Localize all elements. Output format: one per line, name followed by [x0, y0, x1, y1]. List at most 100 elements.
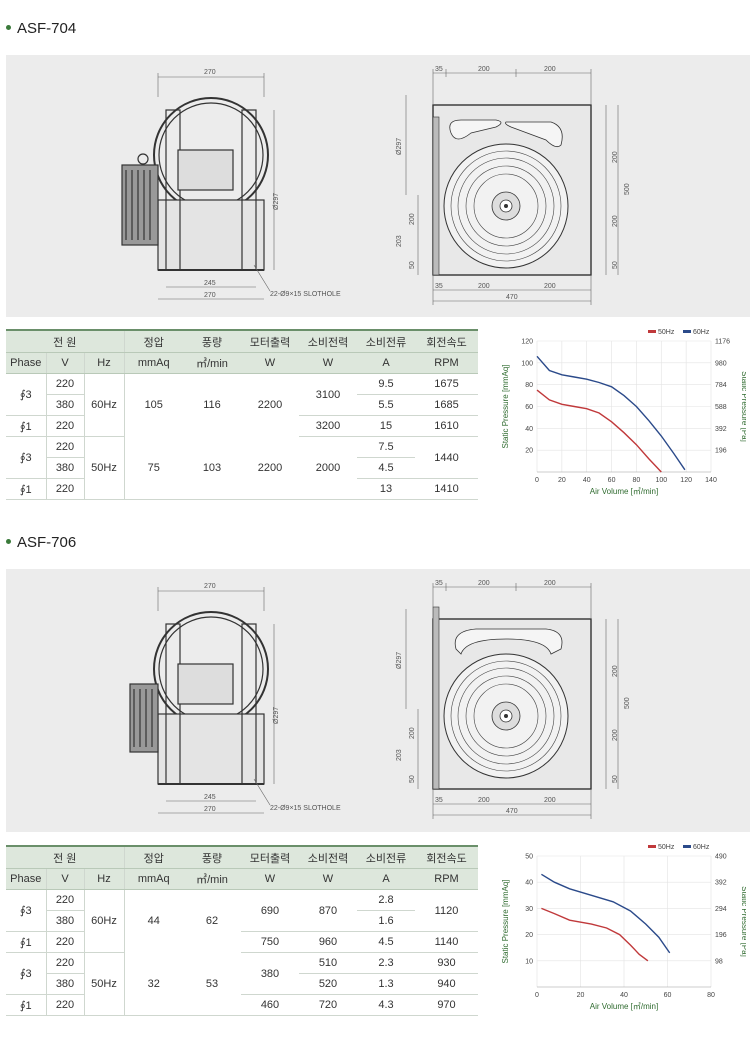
- dim-front-top2: 200: [478, 580, 490, 587]
- hdr-consumption: 소비전력: [299, 845, 357, 869]
- cell-volt: 220: [45, 373, 84, 395]
- cell-phase: ∮3: [6, 952, 46, 995]
- dim-slothole-note: 22-Ø9×15 SLOTHOLE: [270, 805, 341, 812]
- legend-label: 50Hz: [658, 329, 675, 336]
- cell-volt: 220: [45, 952, 84, 974]
- cell-flow: 53: [183, 952, 241, 1016]
- y2-tick-label: 490: [715, 854, 727, 861]
- table-row: 380 520 1.3 940: [6, 973, 478, 995]
- y-tick-label: 40: [525, 426, 533, 433]
- dim-front-top2: 200: [478, 66, 490, 73]
- dim-slothole-note: 22-Ø9×15 SLOTHOLE: [270, 291, 341, 298]
- cell-current: 15: [357, 415, 415, 437]
- table-row: 380 1.6: [6, 910, 478, 932]
- y2-tick-label: 196: [715, 932, 727, 939]
- cell-current: 1.3: [357, 973, 415, 995]
- cell-motor: 2200: [257, 399, 283, 412]
- cell-hz: 60Hz: [83, 889, 124, 953]
- table-row: ∮1 220 460 720 4.3 970: [6, 994, 478, 1016]
- dim-front-right2: 500: [624, 697, 631, 709]
- drawing-panel-asf706: 270 245 270 Ø297 22-Ø9×15 SLOTHOLE 35: [6, 569, 750, 832]
- hdr-speed: 회전속도: [415, 845, 478, 869]
- cell-consumption: 720: [299, 994, 357, 1016]
- legend-label: 60Hz: [693, 844, 710, 851]
- hdr-consumption: 소비전력: [299, 329, 357, 353]
- cell-consumption: 520: [299, 973, 357, 995]
- dim-front-left4: 50: [409, 261, 416, 269]
- unit-consumption: W: [299, 868, 357, 890]
- cell-volt: 380: [45, 457, 84, 479]
- bullet-icon: [6, 24, 11, 30]
- cell-speed: 1685: [415, 394, 478, 416]
- cell-current: 9.5: [357, 373, 415, 395]
- y2-tick-label: 392: [715, 426, 727, 433]
- series-line-60Hz: [536, 355, 686, 471]
- table-row: ∮3 220 50Hz 32 53 380 510 2.3 930: [6, 952, 478, 1016]
- y-axis-label: Static Pressure [mmAq]: [501, 364, 510, 448]
- unit-motor: W: [241, 868, 299, 890]
- table-row: ∮1 220 3200 15 1610: [6, 415, 478, 437]
- hdr-speed: 회전속도: [415, 329, 478, 353]
- dim-side-bottom2: 270: [204, 292, 216, 299]
- spec-table-asf704: 전 원 정압 풍량 모터출력 소비전력 소비전류 회전속도 Phase V Hz…: [6, 329, 478, 500]
- cell-consumption: 510: [299, 952, 357, 974]
- cell-speed: 930: [415, 952, 478, 974]
- hdr-flow: 풍량: [183, 845, 241, 869]
- cell-motor: 2200: [241, 436, 299, 500]
- dim-front-left3: 203: [396, 235, 403, 247]
- hdr-current: 소비전류: [357, 329, 415, 353]
- hdr-motor: 모터출력: [241, 329, 299, 353]
- cell-current: 1.6: [357, 910, 415, 932]
- y2-axis-label: Static Pressure [Pa]: [740, 886, 746, 957]
- cell-motor: 380: [241, 952, 299, 995]
- dim-front-bottom2: 200: [478, 797, 490, 804]
- y2-tick-label: 980: [715, 360, 727, 367]
- y-axis-label: Static Pressure [mmAq]: [501, 879, 510, 963]
- hdr-hz: Hz: [83, 352, 124, 374]
- legend-swatch: [683, 845, 691, 848]
- dim-front-left3: 203: [396, 749, 403, 761]
- cell-flow: 62: [205, 915, 219, 928]
- table-row: ∮3 220 60Hz 44 62 690 870 2.8 1120: [6, 889, 478, 953]
- y-tick-label: 10: [525, 958, 533, 965]
- bullet-icon: [6, 538, 11, 544]
- dim-side-bottom2: 270: [204, 806, 216, 813]
- cell-speed: 970: [415, 994, 478, 1016]
- hdr-phase: Phase: [6, 868, 46, 890]
- cell-volt: 220: [45, 478, 84, 500]
- x-tick-label: 60: [608, 477, 616, 484]
- series-line-60Hz: [541, 873, 671, 954]
- y2-axis-label: Static Pressure [Pa]: [740, 371, 746, 442]
- series-line-50Hz: [541, 907, 649, 962]
- table-row: ∮1 220 750 960 4.5 1140: [6, 931, 478, 953]
- cell-current: 5.5: [357, 394, 415, 416]
- hdr-pressure: 정압: [123, 329, 183, 353]
- dim-front-top1: 35: [435, 580, 443, 587]
- y2-tick-label: 196: [715, 448, 727, 455]
- cell-speed: 940: [415, 973, 478, 995]
- cell-consumption: 960: [299, 931, 357, 953]
- cell-phase: ∮3: [6, 889, 46, 932]
- y2-tick-label: 1176: [715, 339, 730, 346]
- x-tick-label: 120: [680, 477, 692, 484]
- cell-current: 13: [357, 478, 415, 500]
- dim-side-height: Ø297: [273, 193, 280, 210]
- cell-volt: 220: [45, 889, 84, 911]
- front-view: [432, 104, 592, 276]
- front-view: [432, 606, 592, 790]
- dim-front-right1: 200: [612, 665, 619, 677]
- cell-current: 4.5: [357, 457, 415, 479]
- dim-side-bottom1: 245: [204, 280, 216, 287]
- cell-pressure: 44: [123, 889, 183, 953]
- x-axis-label: Air Volume [㎥/min]: [590, 487, 658, 496]
- hdr-hz: Hz: [83, 868, 124, 890]
- unit-flow: ㎥/min: [183, 868, 241, 890]
- cell-speed: 1610: [415, 415, 478, 437]
- cell-volt: 380: [45, 910, 84, 932]
- dim-side-height: Ø297: [273, 707, 280, 724]
- cell-speed: 1675: [415, 373, 478, 395]
- dim-front-bottom4: 470: [506, 808, 518, 815]
- cell-current: 2.3: [357, 952, 415, 974]
